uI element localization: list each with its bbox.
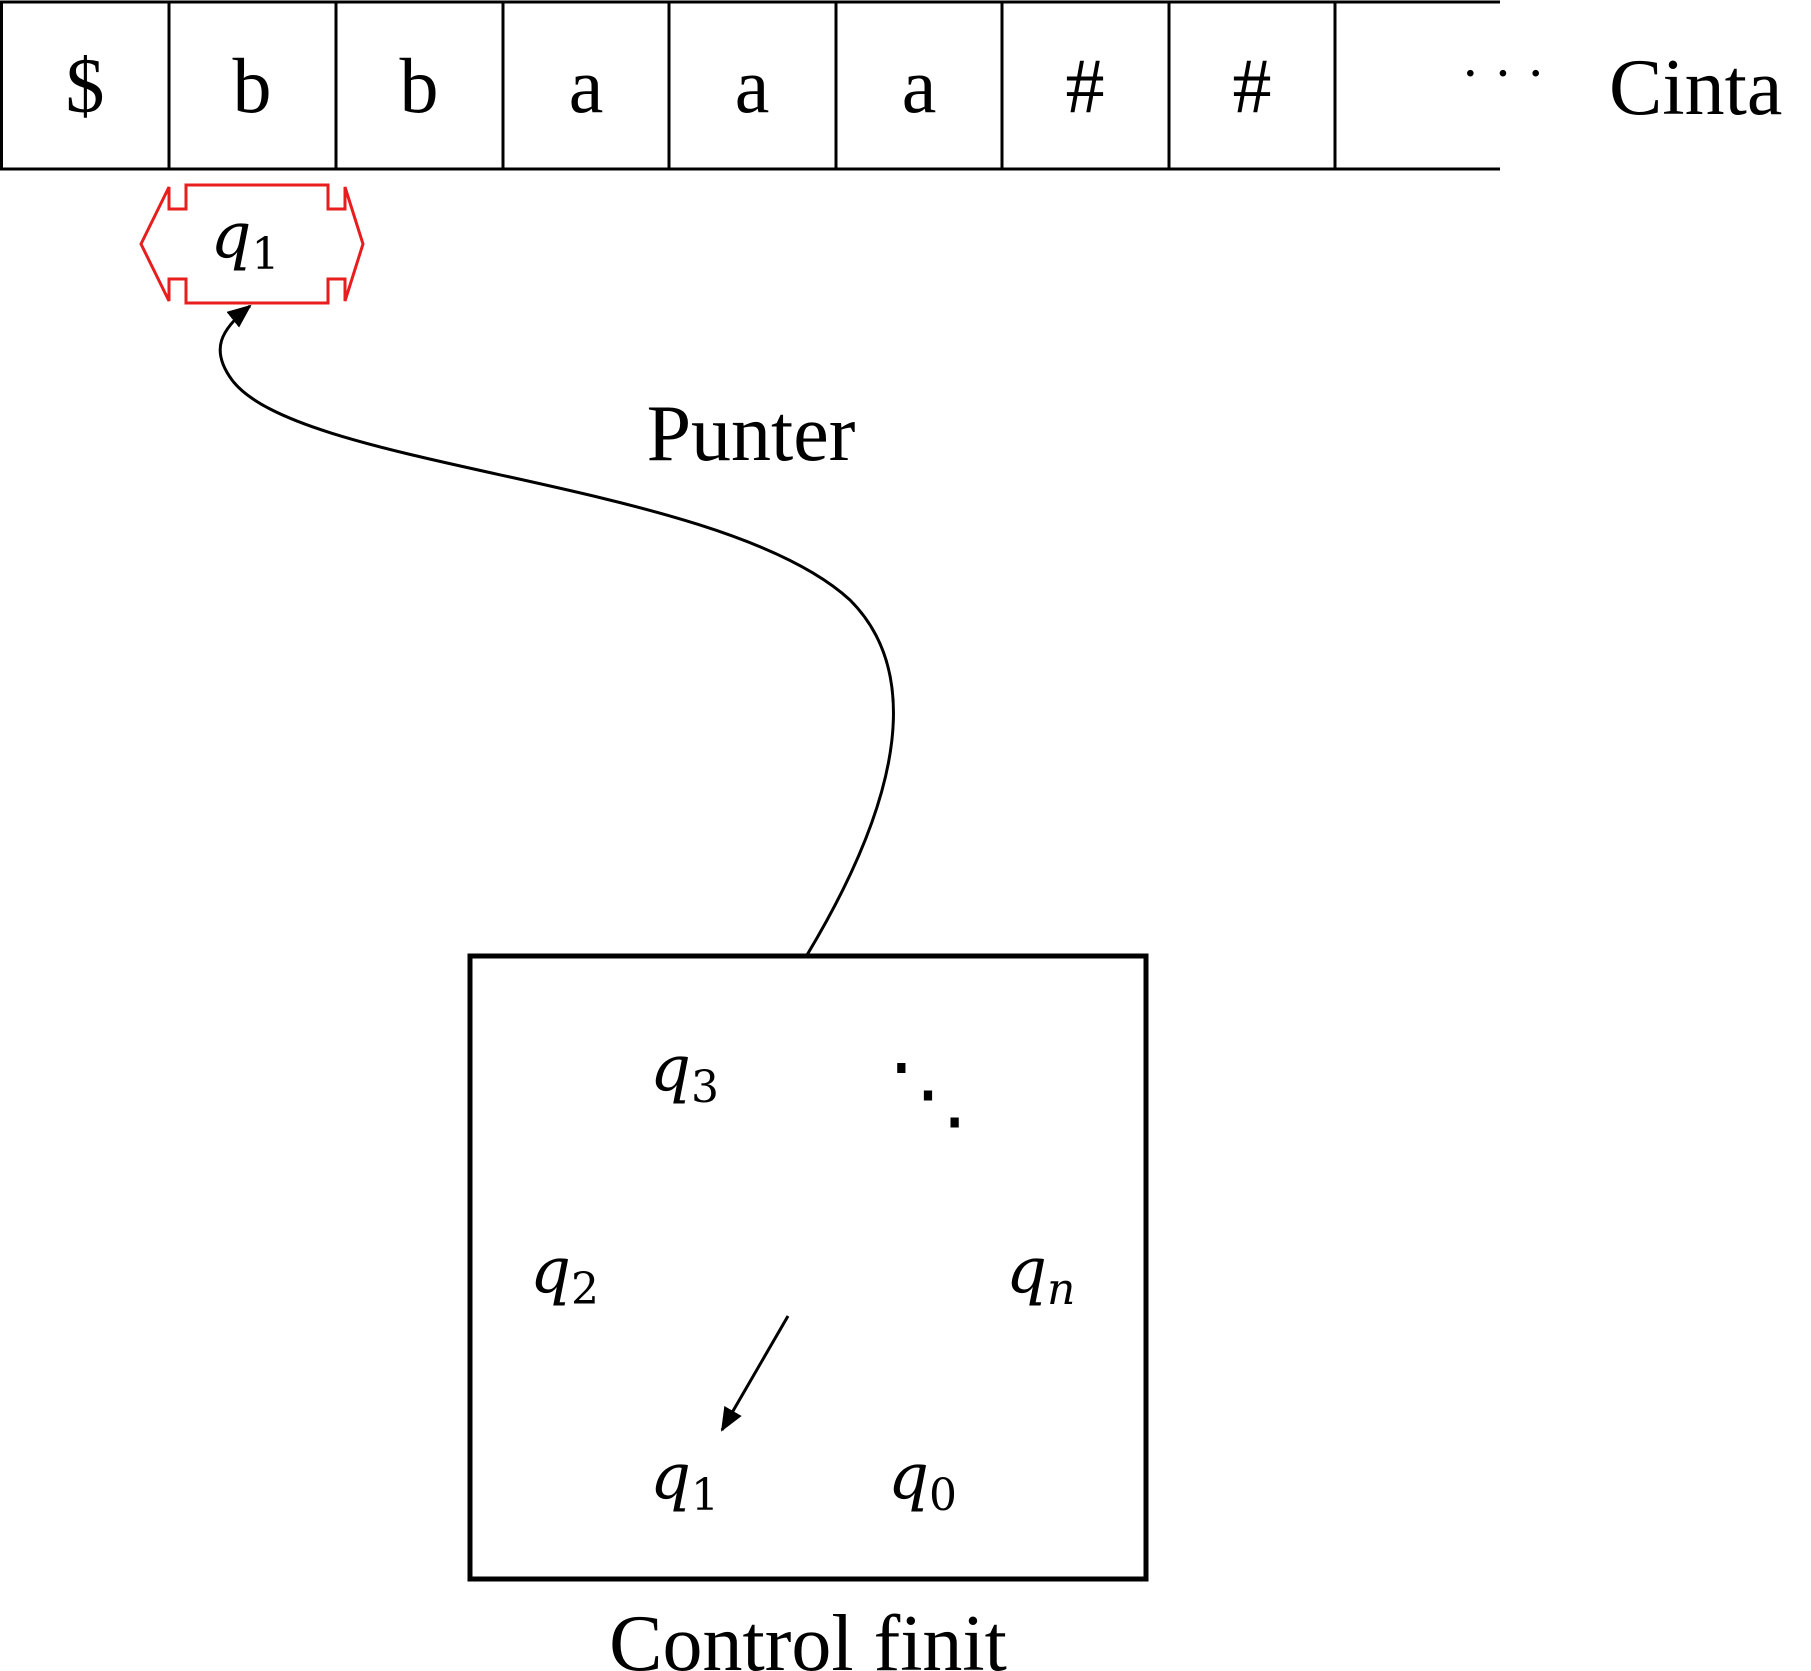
- tape-cell-symbol: $: [66, 42, 105, 129]
- tape: $ b b a a a # # · · · Cinta: [0, 0, 1782, 171]
- tape-cell-symbol: #: [1233, 42, 1272, 129]
- tape-cell-symbol: a: [569, 42, 604, 129]
- control-label: Control finit: [609, 1600, 1007, 1671]
- pointer-arrow: [218, 304, 895, 956]
- current-state-arrow: [720, 1315, 790, 1432]
- head-state: q1: [211, 199, 280, 280]
- tape-cell-symbol: a: [902, 42, 937, 129]
- tape-cell-symbol: b: [400, 42, 439, 129]
- tape-head: q1: [139, 183, 365, 305]
- finite-control: q3 ⋱ q2 qn q1 q0 Control finit: [467, 953, 1149, 1671]
- pointer-label: Punter: [647, 390, 856, 478]
- tape-cell-symbol: a: [735, 42, 770, 129]
- state-q2: q2: [530, 1234, 599, 1315]
- diag-ellipsis: ⋱: [888, 1046, 968, 1139]
- tape-ellipsis: · · ·: [1461, 43, 1545, 105]
- tape-label: Cinta: [1609, 44, 1782, 132]
- state-q3: q3: [650, 1032, 719, 1113]
- head-double-arrow-outline: [139, 183, 365, 305]
- tape-cell-symbol: #: [1066, 42, 1105, 129]
- state-qn: qn: [1006, 1234, 1075, 1315]
- state-q1: q1: [650, 1440, 719, 1521]
- state-q0: q0: [888, 1440, 957, 1521]
- tape-cell-symbol: b: [233, 42, 272, 129]
- control-box: [467, 953, 1149, 1582]
